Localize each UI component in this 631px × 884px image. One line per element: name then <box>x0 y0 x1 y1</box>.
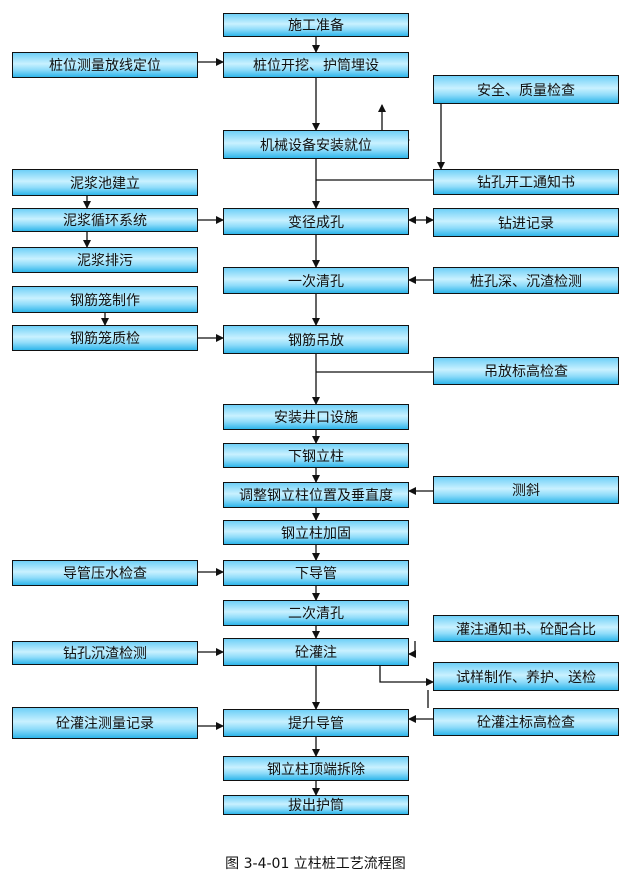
left-mud-discharge: 泥浆排污 <box>12 247 198 273</box>
right-pour-elevation-check: 砼灌注标高检查 <box>433 708 619 736</box>
step-adjust-column: 调整钢立柱位置及垂直度 <box>223 482 409 508</box>
step-remove-column-top: 钢立柱顶端拆除 <box>223 756 409 781</box>
step-lower-tremie: 下导管 <box>223 560 409 586</box>
right-pour-notice-mix: 灌注通知书、砼配合比 <box>433 615 619 642</box>
step-variable-diameter-drilling: 变径成孔 <box>223 208 409 235</box>
left-tremie-pressure-test: 导管压水检查 <box>12 560 198 586</box>
left-rebar-cage-making: 钢筋笼制作 <box>12 286 198 313</box>
step-wellhead-install: 安装井口设施 <box>223 404 409 430</box>
step-concrete-pouring: 砼灌注 <box>223 638 409 666</box>
right-drilling-notice: 钻孔开工通知书 <box>433 169 619 195</box>
right-depth-sediment-check: 桩孔深、沉渣检测 <box>433 267 619 294</box>
figure-caption: 图 3-4-01 立柱桩工艺流程图 <box>225 856 406 872</box>
step-rebar-hoisting: 钢筋吊放 <box>223 325 409 354</box>
step-lower-steel-column: 下钢立柱 <box>223 443 409 468</box>
right-inclination-check: 测斜 <box>433 476 619 504</box>
left-rebar-cage-inspection: 钢筋笼质检 <box>12 325 198 351</box>
right-sample-curing: 试样制作、养护、送检 <box>433 662 619 691</box>
right-safety-quality-check: 安全、质量检查 <box>433 75 619 104</box>
step-pile-excavation-casing: 桩位开挖、护筒埋设 <box>223 52 409 78</box>
left-mud-circulation: 泥浆循环系统 <box>12 208 198 232</box>
left-sediment-check: 钻孔沉渣检测 <box>12 641 198 665</box>
left-pour-record: 砼灌注测量记录 <box>12 707 198 739</box>
right-hoist-elevation-check: 吊放标高检查 <box>433 357 619 385</box>
step-lift-tremie: 提升导管 <box>223 709 409 737</box>
step-pull-casing: 拔出护筒 <box>223 795 409 815</box>
step-machine-setup: 机械设备安装就位 <box>223 130 409 159</box>
step-second-cleaning: 二次清孔 <box>223 600 409 626</box>
step-column-reinforce: 钢立柱加固 <box>223 520 409 545</box>
step-first-cleaning: 一次清孔 <box>223 267 409 294</box>
right-drilling-record: 钻进记录 <box>433 208 619 237</box>
step-construction-prep: 施工准备 <box>223 13 409 37</box>
left-mud-pit: 泥浆池建立 <box>12 169 198 196</box>
left-survey-layout: 桩位测量放线定位 <box>12 52 198 78</box>
